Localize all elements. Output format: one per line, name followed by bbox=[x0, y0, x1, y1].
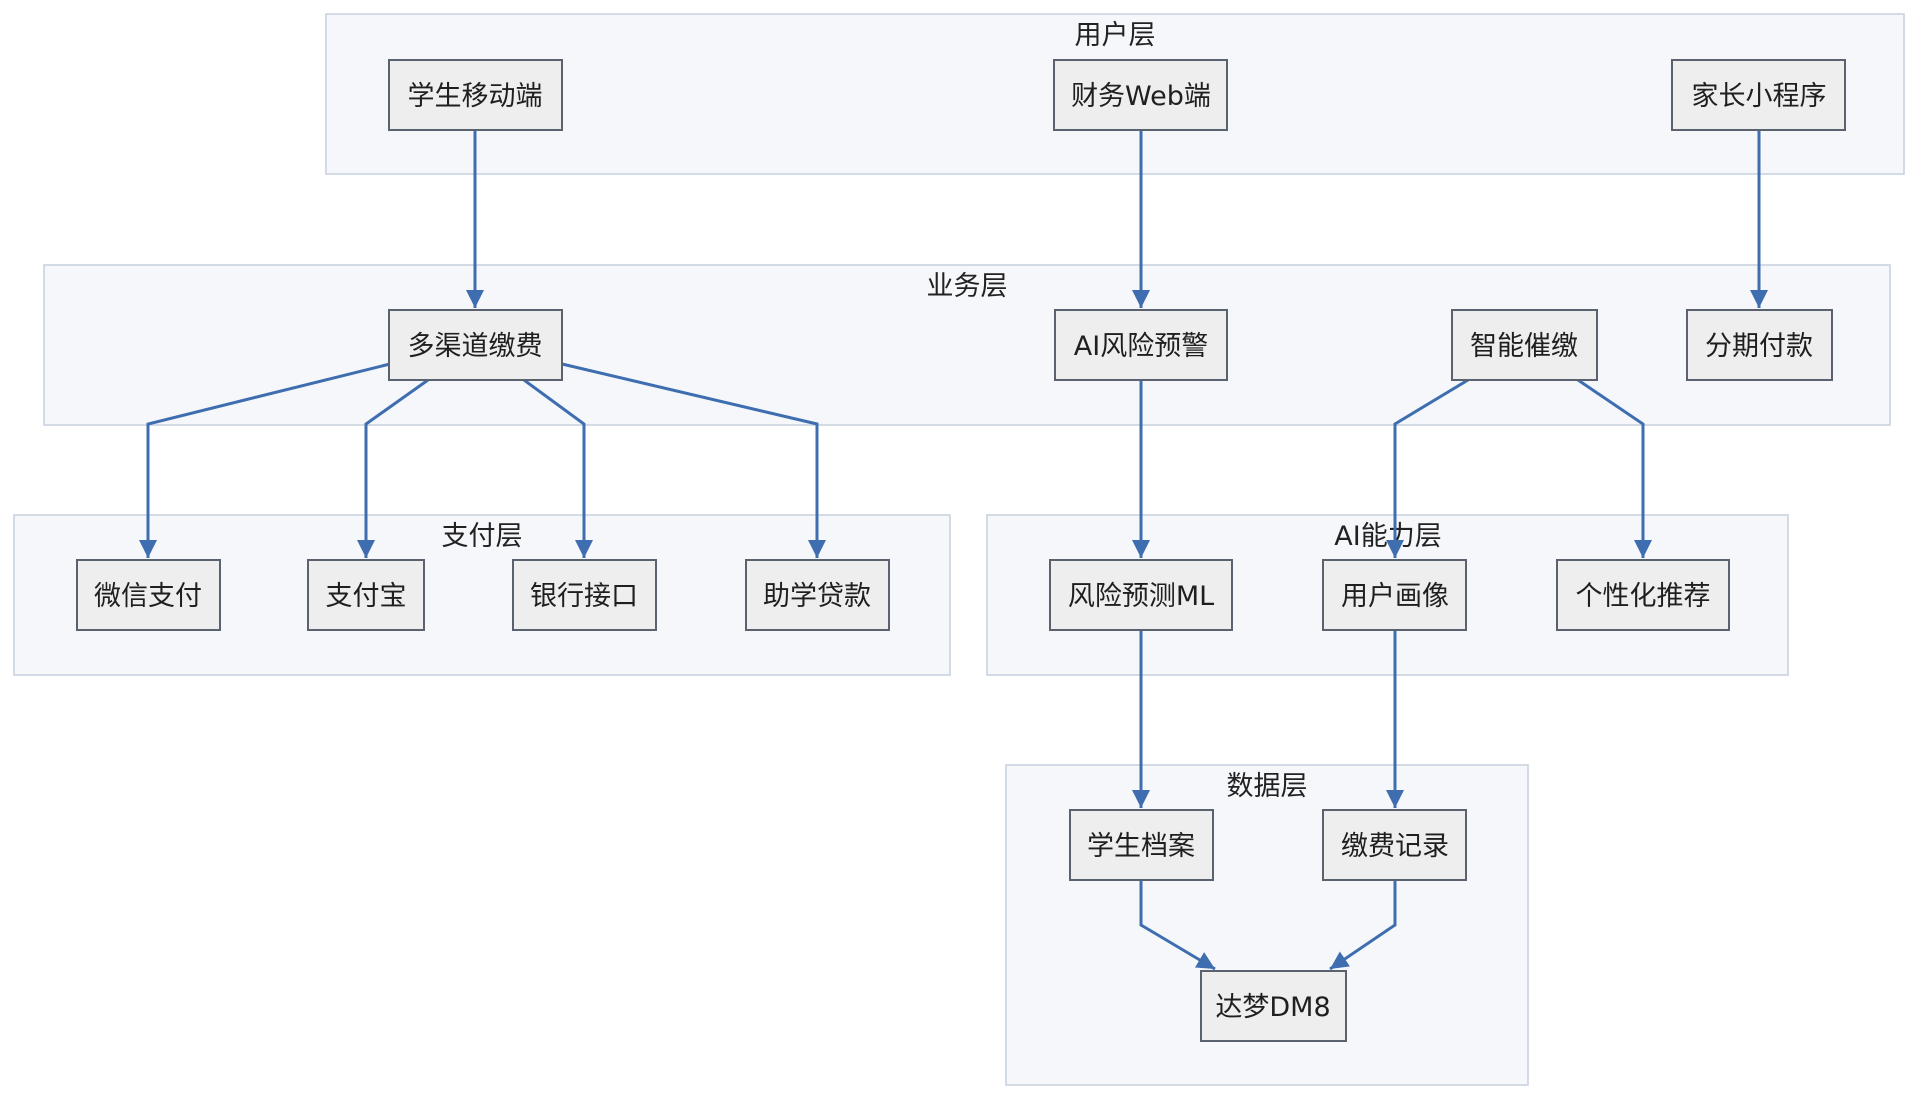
node-smart-reminder-label: 智能催缴 bbox=[1470, 331, 1578, 362]
node-user-profile-label: 用户画像 bbox=[1341, 581, 1449, 612]
node-student-records-label: 学生档案 bbox=[1087, 831, 1195, 862]
node-risk-ml: 风险预测ML bbox=[1049, 559, 1233, 631]
edge-multichannel-payment-to-alipay bbox=[357, 378, 429, 558]
node-student-mobile-label: 学生移动端 bbox=[408, 81, 543, 112]
edge-multichannel-payment-to-wechat-pay bbox=[139, 362, 391, 558]
node-student-loan-label: 助学贷款 bbox=[763, 581, 871, 612]
payment-layer-title: 支付层 bbox=[442, 521, 523, 552]
node-personalized-rec-label: 个性化推荐 bbox=[1576, 581, 1711, 612]
node-multichannel-payment: 多渠道缴费 bbox=[388, 309, 563, 381]
edge-smart-reminder-to-user-profile bbox=[1386, 378, 1469, 558]
node-finance-web-label: 财务Web端 bbox=[1071, 81, 1211, 112]
node-wechat-pay-label: 微信支付 bbox=[94, 581, 202, 612]
edge-multichannel-payment-to-bank-api bbox=[523, 378, 593, 558]
node-student-loan: 助学贷款 bbox=[745, 559, 890, 631]
node-parent-miniapp-label: 家长小程序 bbox=[1692, 81, 1827, 112]
node-ai-risk-warning: AI风险预警 bbox=[1054, 309, 1228, 381]
node-personalized-rec: 个性化推荐 bbox=[1556, 559, 1730, 631]
node-installment-label: 分期付款 bbox=[1705, 331, 1813, 362]
node-dameng-db: 达梦DM8 bbox=[1200, 970, 1347, 1042]
edge-payment-records-to-dameng bbox=[1329, 880, 1397, 971]
node-installment: 分期付款 bbox=[1686, 309, 1833, 381]
node-multichannel-payment-label: 多渠道缴费 bbox=[408, 331, 543, 362]
data-layer-title: 数据层 bbox=[1227, 771, 1308, 802]
edge-multichannel-payment-to-student-loan bbox=[561, 362, 826, 558]
user-layer-title: 用户层 bbox=[1075, 20, 1156, 51]
node-student-records: 学生档案 bbox=[1069, 809, 1214, 881]
node-alipay-label: 支付宝 bbox=[326, 581, 407, 612]
business-layer: 业务层 bbox=[43, 264, 1891, 426]
node-payment-records-label: 缴费记录 bbox=[1341, 831, 1449, 862]
node-parent-miniapp: 家长小程序 bbox=[1671, 59, 1846, 131]
edge-smart-reminder-to-personalized-rec bbox=[1577, 378, 1652, 558]
node-alipay: 支付宝 bbox=[307, 559, 425, 631]
ai-capability-layer-title: AI能力层 bbox=[1334, 521, 1441, 552]
node-wechat-pay: 微信支付 bbox=[76, 559, 221, 631]
node-dameng-db-label: 达梦DM8 bbox=[1215, 992, 1330, 1023]
node-student-mobile: 学生移动端 bbox=[388, 59, 563, 131]
edges bbox=[139, 130, 1768, 971]
node-bank-api-label: 银行接口 bbox=[530, 581, 638, 612]
node-finance-web: 财务Web端 bbox=[1053, 59, 1228, 131]
business-layer-title: 业务层 bbox=[927, 271, 1008, 302]
node-payment-records: 缴费记录 bbox=[1322, 809, 1467, 881]
node-smart-reminder: 智能催缴 bbox=[1451, 309, 1598, 381]
node-risk-ml-label: 风险预测ML bbox=[1068, 581, 1214, 612]
node-bank-api: 银行接口 bbox=[512, 559, 657, 631]
edge-student-records-to-dameng bbox=[1139, 880, 1216, 971]
node-user-profile: 用户画像 bbox=[1322, 559, 1467, 631]
node-ai-risk-warning-label: AI风险预警 bbox=[1074, 331, 1208, 362]
